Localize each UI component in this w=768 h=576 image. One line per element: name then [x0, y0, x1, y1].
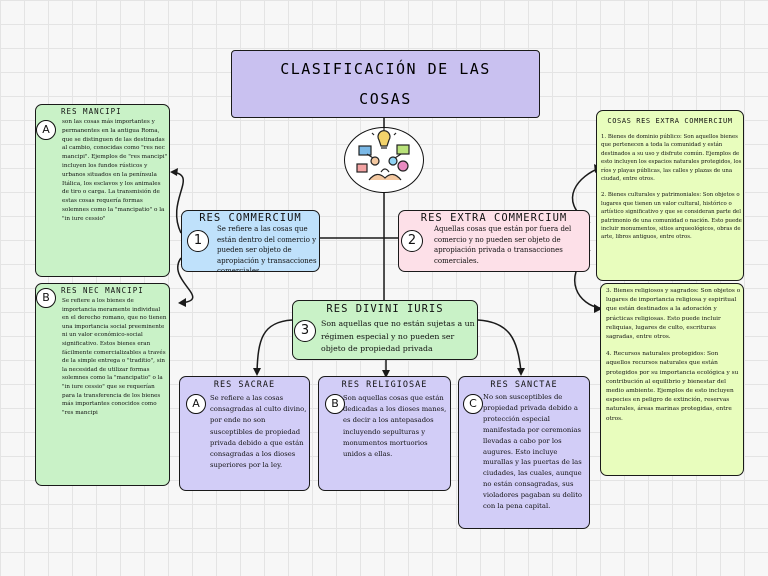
arrow-to-res-nec-mancipi — [177, 257, 194, 304]
res-sacrae-text: Se refiere a las cosas consagradas al cu… — [210, 394, 307, 470]
res-nec-mancipi-text: Se refiere a los bienes de importancia m… — [62, 298, 167, 416]
res-religiosae-text: Son aquellas cosas que están dedicadas a… — [343, 394, 447, 459]
res-mancipi-letter: A — [36, 120, 56, 140]
res-extra-commercium-heading: RES EXTRA COMMERCIUM — [420, 212, 568, 224]
extra-commercium-detail-2-body: 3. Bienes religiosos y sagrados: Son obj… — [606, 287, 742, 424]
res-nec-mancipi-heading: RES NEC MANCIPI — [61, 286, 144, 295]
res-divini-iuris-box: RES DIVINI IURIS Son aquellas que no est… — [292, 300, 478, 360]
res-sanctae-box: RES SANCTAE No son susceptibles de propi… — [458, 376, 590, 529]
res-divini-iuris-number: 3 — [294, 320, 316, 342]
arrow-to-res-sacrae — [256, 319, 293, 373]
res-extra-commercium-box: RES EXTRA COMMERCIUM Aquellas cosas que … — [398, 210, 590, 272]
res-religiosae-box: RES RELIGIOSAE Son aquellas cosas que es… — [318, 376, 451, 491]
res-nec-mancipi-letter: B — [36, 288, 56, 308]
res-sacrae-box: RES SACRAE Se refiere a las cosas consag… — [179, 376, 310, 491]
extra-commercium-detail-box-2: 3. Bienes religiosos y sagrados: Son obj… — [600, 283, 744, 476]
res-religiosae-heading: RES RELIGIOSAE — [341, 380, 428, 390]
title-line-2: COSAS — [359, 90, 412, 108]
res-sanctae-heading: RES SANCTAE — [490, 380, 558, 390]
arrow-to-res-sanctae — [477, 319, 522, 373]
res-sanctae-text: No son susceptibles de propiedad privada… — [483, 393, 583, 511]
extra-commercium-item-2: 2. Bienes culturales y patrimoniales: So… — [601, 192, 742, 241]
res-sanctae-letter: C — [463, 394, 483, 414]
res-extra-commercium-number: 2 — [401, 230, 423, 252]
extra-commercium-detail-box: COSAS RES EXTRA COMMERCIUM 1. Bienes de … — [596, 110, 744, 281]
res-commercium-heading: RES COMMERCIUM — [199, 212, 302, 224]
res-commercium-text: Se refiere a las cosas que están dentro … — [217, 225, 317, 272]
extra-commercium-detail-heading: COSAS RES EXTRA COMMERCIUM — [607, 117, 733, 125]
title-line-1: CLASIFICACIÓN DE LAS — [280, 60, 491, 78]
res-divini-iuris-heading: RES DIVINI IURIS — [326, 303, 444, 315]
res-divini-iuris-text: Son aquellas que no están sujetas a un r… — [321, 319, 475, 353]
diagram-title: CLASIFICACIÓN DE LAS COSAS — [231, 50, 540, 118]
res-mancipi-text: son las cosas más importantes y permanen… — [62, 119, 168, 222]
arrow-to-res-mancipi — [171, 171, 184, 234]
res-mancipi-heading: RES MANCIPI — [61, 107, 122, 116]
res-nec-mancipi-box: RES NEC MANCIPI Se refiere a los bienes … — [35, 283, 170, 486]
extra-commercium-detail-body: 1. Bienes de dominio público: Son aquell… — [601, 133, 742, 242]
res-commercium-box: RES COMMERCIUM Se refiere a las cosas qu… — [181, 210, 320, 272]
extra-commercium-item-4: 4. Recursos naturales protegidos: Son aq… — [606, 351, 739, 422]
res-mancipi-box: RES MANCIPI son las cosas más importante… — [35, 104, 170, 277]
extra-commercium-item-1: 1. Bienes de dominio público: Son aquell… — [601, 134, 742, 183]
res-extra-commercium-text: Aquellas cosas que están por fuera del c… — [434, 225, 572, 265]
res-sacrae-heading: RES SACRAE — [213, 380, 276, 390]
res-commercium-number: 1 — [187, 230, 209, 252]
collaboration-icon — [344, 127, 424, 193]
extra-commercium-item-3: 3. Bienes religiosos y sagrados: Son obj… — [606, 288, 741, 341]
res-sacrae-letter: A — [186, 394, 206, 414]
res-religiosae-letter: B — [325, 394, 345, 414]
